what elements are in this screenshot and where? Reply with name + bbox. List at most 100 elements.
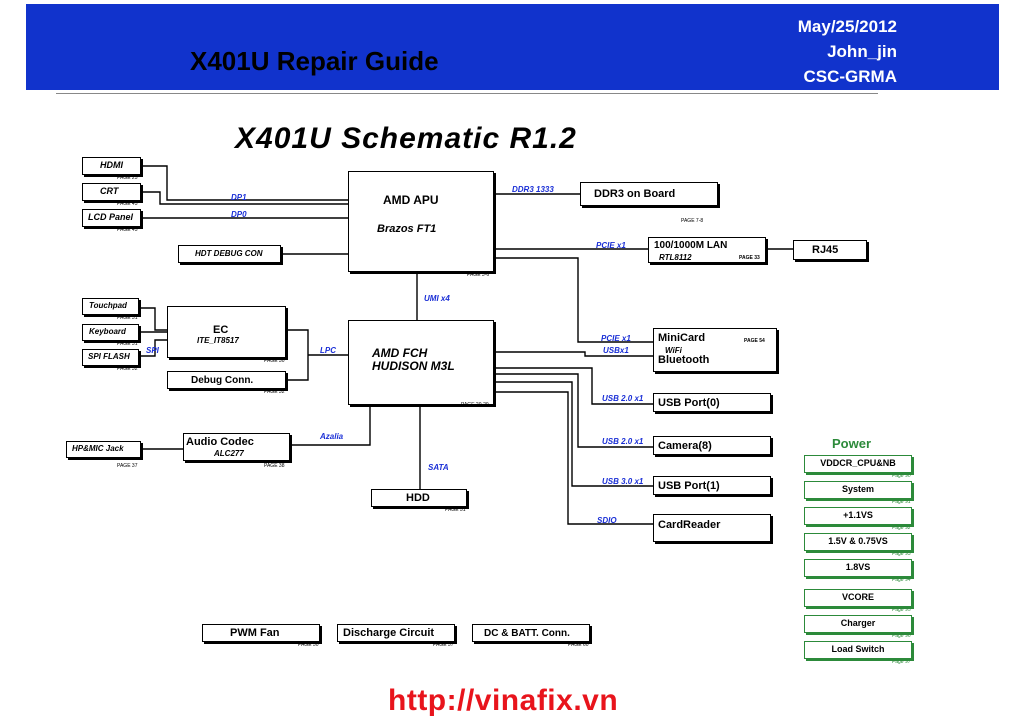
power-item-page: Page 93 <box>892 551 911 557</box>
fch-block: AMD FCH HUDISON M3L <box>348 320 494 405</box>
apu-page: PAGE 3-6 <box>467 272 490 278</box>
fch-sub: HUDISON M3L <box>372 359 455 373</box>
ddr3-label: DDR3 on Board <box>594 188 676 200</box>
ec-sub: ITE_IT8517 <box>197 336 239 345</box>
power-item-page: Page 96 <box>892 633 911 639</box>
bus-usb20b: USB 2.0 x1 <box>602 437 644 446</box>
hdmi-label: HDMI <box>100 160 123 170</box>
hdt-label: HDT DEBUG CON <box>195 249 263 258</box>
bus-azalia: Azalia <box>320 432 344 441</box>
dc-batt-block: DC & BATT. Conn. <box>472 624 590 642</box>
power-item: VCORE <box>804 589 912 607</box>
touchpad-block: Touchpad <box>82 298 139 315</box>
pwmfan-page: PAGE 50 <box>298 642 319 648</box>
ddr3-page: PAGE 7-8 <box>681 218 704 224</box>
header-dept: CSC-GRMA <box>803 67 898 86</box>
power-item-label: VCORE <box>841 592 874 602</box>
bus-usb20a: USB 2.0 x1 <box>602 394 644 403</box>
ddr3-block: DDR3 on Board <box>580 182 718 206</box>
apu-block: AMD APU Brazos FT1 <box>348 171 494 272</box>
header-author: John_jin <box>827 42 897 61</box>
power-item-label: Load Switch <box>831 644 885 654</box>
power-item-page: Page 92 <box>892 525 911 531</box>
power-title: Power <box>832 436 872 451</box>
keyboard-block: Keyboard <box>82 324 139 341</box>
dcbatt-label: DC & BATT. Conn. <box>484 628 570 639</box>
rj45-label: RJ45 <box>812 244 839 256</box>
power-item-page: Page 91 <box>892 499 911 505</box>
debug-page: PAGE 32 <box>264 389 285 395</box>
power-item: Charger <box>804 615 912 633</box>
cardreader-label: CardReader <box>658 519 721 531</box>
audio-codec-block: Audio Codec ALC277 <box>183 433 290 461</box>
power-item-label: 1.8VS <box>845 562 871 572</box>
lcd-page: PAGE 45 <box>117 227 138 233</box>
power-item-label: +1.1VS <box>843 510 873 520</box>
debug-conn-block: Debug Conn. <box>167 371 286 389</box>
audio-sub: ALC277 <box>214 449 244 458</box>
bus-pcie-lan: PCIE x1 <box>596 241 626 250</box>
header-date: May/25/2012 <box>797 17 897 36</box>
hdt-debug-block: HDT DEBUG CON <box>178 245 281 263</box>
discharge-page: PAGE 57 <box>433 642 454 648</box>
crt-label: CRT <box>100 186 119 196</box>
lan-label: 100/1000M LAN <box>654 240 728 251</box>
power-item-page: Page 90 <box>892 473 911 479</box>
power-item-page: Page 94 <box>892 577 911 583</box>
header-meta: May/25/2012 John_jin CSC-GRMA <box>798 14 897 89</box>
bus-umi: UMI x4 <box>424 294 450 303</box>
fch-label: AMD FCH <box>372 346 428 360</box>
bus-pcie-mini: PCIE x1 <box>601 334 631 343</box>
header-banner: May/25/2012 John_jin CSC-GRMA <box>26 4 999 90</box>
bus-dp1: DP1 <box>231 193 247 202</box>
spiflash-label: SPI FLASH <box>88 352 130 361</box>
crt-block: CRT <box>82 183 141 201</box>
discharge-block: Discharge Circuit <box>337 624 455 642</box>
rj45-block: RJ45 <box>793 240 867 260</box>
power-item-page: Page 97 <box>892 659 911 665</box>
power-item: 1.5V & 0.75VS <box>804 533 912 551</box>
hdmi-block: HDMI <box>82 157 141 175</box>
camera-block: Camera(8) <box>653 436 771 455</box>
spi-flash-block: SPI FLASH <box>82 349 139 366</box>
lan-sub: RTL8112 <box>659 253 692 262</box>
keyboard-label: Keyboard <box>89 327 126 336</box>
crt-page: PAGE 45 <box>117 201 138 207</box>
lan-block: 100/1000M LAN RTL8112 PAGE 33 <box>648 237 766 263</box>
touchpad-page: PAGE 31 <box>117 315 138 321</box>
keyboard-page: PAGE 31 <box>117 341 138 347</box>
usb-port0-block: USB Port(0) <box>653 393 771 412</box>
ec-block: EC ITE_IT8517 <box>167 306 286 358</box>
minicard-label: MiniCard <box>658 332 706 344</box>
pwmfan-label: PWM Fan <box>230 627 280 639</box>
lcd-panel-block: LCD Panel <box>82 209 141 227</box>
audio-page: PAGE 38 <box>264 463 285 469</box>
hdd-label: HDD <box>406 492 430 504</box>
power-item: VDDCR_CPU&NB <box>804 455 912 473</box>
hpmic-label: HP&MIC Jack <box>72 444 124 453</box>
bus-lpc: LPC <box>320 346 336 355</box>
hp-mic-jack-block: HP&MIC Jack <box>66 441 141 458</box>
bus-spi: SPI <box>146 346 159 355</box>
footer-url[interactable]: http://vinafix.vn <box>388 684 619 717</box>
hdmi-page: PAGE 25 <box>117 175 138 181</box>
power-item: Load Switch <box>804 641 912 659</box>
cardreader-block: CardReader <box>653 514 771 542</box>
audio-label: Audio Codec <box>186 436 254 448</box>
bus-sdio: SDIO <box>597 516 617 525</box>
power-item-label: System <box>841 484 875 494</box>
usbport1-label: USB Port(1) <box>658 480 720 492</box>
bus-usb-mini: USBx1 <box>603 346 629 355</box>
ec-label: EC <box>213 324 229 336</box>
apu-label: AMD APU <box>383 193 439 207</box>
hdd-page: PAGE 51 <box>445 507 466 513</box>
minicard-block: MiniCard WiFi Bluetooth PAGE 54 <box>653 328 777 372</box>
lan-page: PAGE 33 <box>739 255 760 261</box>
schematic-title: X401U Schematic R1.2 <box>235 122 577 155</box>
debug-label: Debug Conn. <box>191 375 254 386</box>
pwm-fan-block: PWM Fan <box>202 624 320 642</box>
ec-page: PAGE 30 <box>264 358 285 364</box>
power-item: +1.1VS <box>804 507 912 525</box>
fch-page: PAGE 20-29 <box>461 402 489 408</box>
